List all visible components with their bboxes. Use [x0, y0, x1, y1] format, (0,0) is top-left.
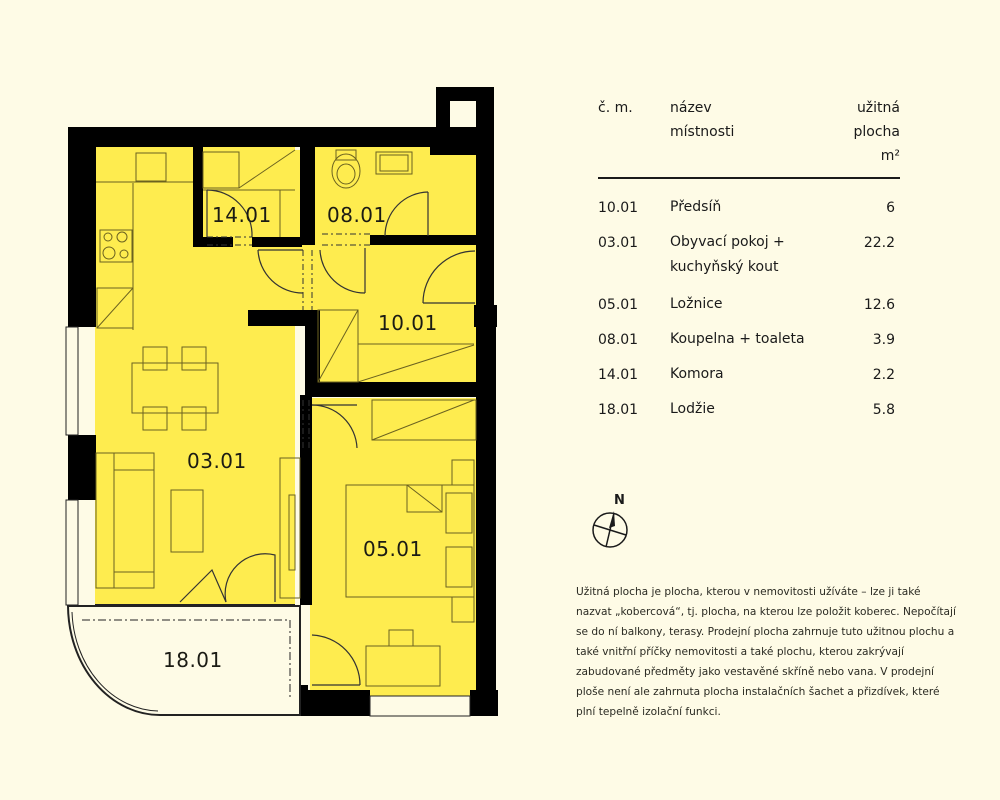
room-area: 12.6: [863, 297, 895, 313]
legend-row: 18.01 Lodžie 5.8: [598, 401, 900, 437]
legend-divider: [598, 177, 900, 179]
legend-row: 14.01 Komora 2.2: [598, 366, 900, 402]
openings: [207, 192, 429, 450]
room-number: 18.01: [598, 402, 639, 418]
room-number: 10.01: [598, 200, 639, 216]
north-arrow-icon: N: [588, 490, 638, 556]
room-name: Obyvací pokoj + kuchyňský kout: [670, 234, 785, 275]
header-area-unit: m²: [880, 148, 900, 164]
room-name: Lodžie: [670, 401, 715, 417]
room-label-03-01: 03.01: [187, 449, 247, 473]
legend-row: 05.01 Ložnice 12.6: [598, 296, 900, 332]
room-14-01-fill: [200, 150, 300, 240]
room-name: Ložnice: [670, 296, 723, 312]
header-area-line1: užitná: [856, 100, 900, 116]
room-area: 22.2: [863, 235, 895, 251]
room-number: 03.01: [598, 235, 639, 251]
room-name: Koupelna + toaleta: [670, 331, 805, 347]
room-number: 05.01: [598, 297, 639, 313]
room-area: 5.8: [872, 402, 895, 418]
room-number: 08.01: [598, 332, 639, 348]
room-label-18-01: 18.01: [163, 648, 223, 672]
header-room-name-line2: místnosti: [670, 124, 735, 140]
room-area: 3.9: [872, 332, 895, 348]
room-name: Předsíň: [670, 199, 722, 215]
room-10-01-fill: [310, 240, 478, 385]
doors: [179, 189, 476, 686]
hall-fill: [255, 240, 315, 315]
room-area: 6: [886, 200, 895, 216]
walls: [68, 87, 498, 716]
room-legend-header: č. m. název místnosti užitná plocha m²: [598, 92, 900, 174]
header-area-line2: plocha: [853, 124, 901, 140]
loggia: [66, 604, 301, 716]
room-05-01-fill: [310, 398, 478, 706]
furniture: [95, 149, 477, 687]
legend-row: 03.01 Obyvací pokoj + kuchyňský kout 22.…: [598, 234, 900, 297]
floor-plan: [65, 87, 498, 717]
room-label-08-01: 08.01: [327, 203, 387, 227]
room-label-05-01: 05.01: [363, 537, 423, 561]
header-room-number: č. m.: [598, 100, 633, 116]
room-label-14-01: 14.01: [212, 203, 272, 227]
room-label-10-01: 10.01: [378, 311, 438, 335]
area-definition-note: Užitná plocha je plocha, kterou v nemovi…: [576, 586, 956, 718]
room-08-01-fill: [312, 145, 477, 240]
header-room-name-line1: název: [670, 100, 712, 116]
room-area: 2.2: [872, 367, 895, 383]
legend-row: 08.01 Koupelna + toaleta 3.9: [598, 331, 900, 367]
compass-label: N: [614, 493, 625, 508]
room-number: 14.01: [598, 367, 639, 383]
room-name: Komora: [670, 366, 724, 382]
legend-row: 10.01 Předsíň 6: [598, 199, 900, 235]
